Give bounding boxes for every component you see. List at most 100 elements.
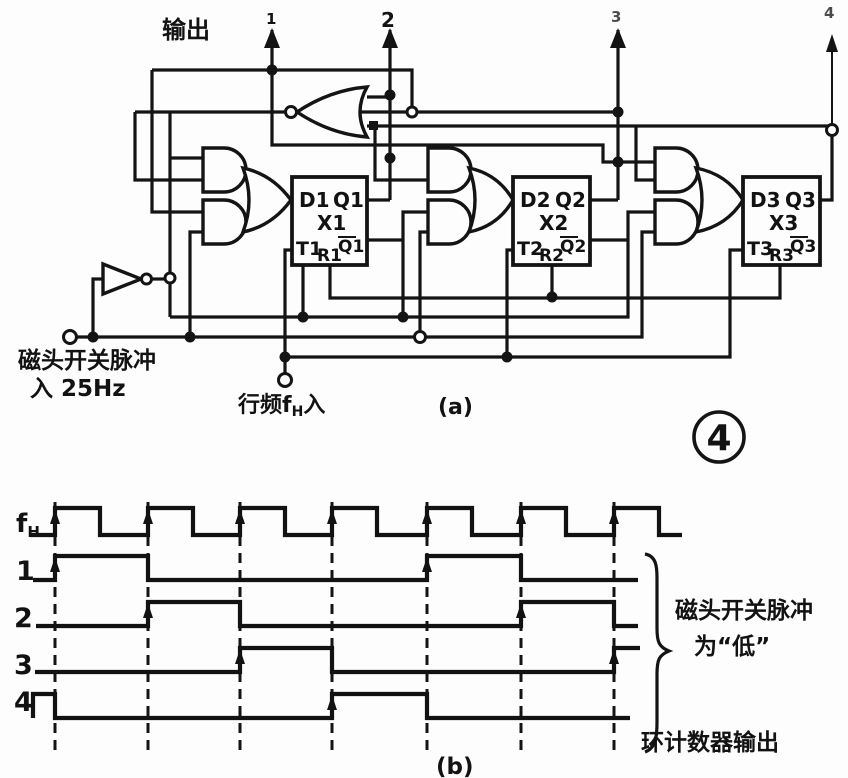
ff3-qbar-label: Q3: [790, 237, 816, 257]
ff1-x-label: X1: [317, 211, 346, 235]
ff1-q-label: Q1: [333, 188, 364, 212]
arrow-label-1: 1: [266, 10, 276, 28]
rising-edge-arrow-icon: [143, 603, 153, 618]
arrow-label-4: 4: [824, 4, 834, 22]
ff2-r-label: R2: [539, 246, 564, 266]
timing-row-label-fh: fH: [16, 509, 40, 541]
part-b-label: (b): [436, 754, 474, 778]
waveform-row-3: [35, 645, 640, 675]
hsync-label-f: f: [282, 393, 292, 418]
rising-edge-arrow-icon: [516, 509, 526, 524]
rising-edge-arrow-icon: [609, 649, 619, 664]
rising-edge-arrow-icon: [609, 509, 619, 524]
arrow-up-icon: [382, 28, 398, 48]
hsync-label-suffix: 入: [303, 393, 325, 418]
ff1-t-label: T1: [296, 238, 322, 260]
nor-gate: [293, 85, 371, 139]
arrow-up-icon: [826, 34, 838, 52]
rising-edge-arrow-icon: [422, 557, 432, 572]
timing-row-label-2: 2: [14, 603, 33, 634]
arrow-up-icon: [610, 28, 626, 48]
waveform-row-fH: [30, 505, 682, 538]
ff1-d-label: D1: [299, 188, 330, 212]
hsync-label-prefix: 行频: [237, 392, 282, 418]
waveform-row-4: [30, 691, 630, 721]
waveform-row-1: [33, 553, 638, 583]
q3-wire: [820, 136, 834, 202]
t2-riser-wire: [505, 248, 513, 357]
arrow-label-3: 3: [611, 8, 621, 26]
timing-row-label-3: 3: [14, 650, 33, 681]
fh-input-riser: [283, 248, 292, 374]
ring-counter-label: 环计数器输出: [641, 729, 779, 756]
part-a-label: (a): [438, 395, 473, 420]
rising-edge-arrow-icon: [143, 509, 153, 524]
and3-input2-wire: [634, 126, 655, 182]
flip-flop-boxes: D1 Q1 X1 T1 R1 Q1 D2 Q2 X2 T2 R2 Q2 D3 Q…: [290, 175, 822, 267]
timing-waveforms: [30, 502, 682, 757]
inverter-input-wire: [91, 277, 103, 337]
open-node: [163, 271, 177, 285]
and1-input2-wire: [133, 112, 203, 182]
ff3-box: [741, 175, 822, 267]
timing-row-label-1: 1: [16, 556, 35, 587]
ff3-t-label: T3: [747, 238, 773, 260]
nor-bubble-icon: [284, 105, 298, 119]
head-switch-terminal: [62, 329, 78, 345]
hsync-label-sub: H: [292, 404, 304, 420]
rising-edge-arrow-icon: [422, 509, 432, 524]
brace-annotation-line2: 为“低”: [694, 634, 770, 660]
and-gate-1a: [201, 146, 248, 194]
rising-edge-arrow-icon: [50, 557, 60, 572]
output-label: 输出: [162, 16, 210, 44]
brace-annotation-line1: 磁头开关脉冲: [675, 597, 813, 624]
and-gate-1b: [201, 198, 248, 246]
ff3-d-label: D3: [750, 188, 781, 212]
timing-row-label-4: 4: [14, 687, 33, 718]
logic-gates: [101, 85, 745, 297]
or-gate-2: [466, 165, 515, 235]
hsync-label: 行频fH入: [237, 392, 325, 420]
output-arrows: 1 2 3 4: [264, 4, 838, 52]
rising-edge-arrow-icon: [235, 509, 245, 524]
ff2-q-label: Q2: [555, 188, 586, 212]
waveform-row-2: [36, 599, 638, 629]
ff3-q-label: Q3: [785, 188, 816, 212]
inverter-bubble-icon: [140, 272, 153, 286]
and2-riser1-wire: [401, 210, 428, 317]
ff1-box: [290, 175, 369, 267]
figure-number-badge: 4: [692, 410, 746, 464]
head-switch-label-line1: 磁头开关脉冲: [18, 347, 156, 374]
ff3-r-label: R3: [769, 246, 794, 266]
open-node: [413, 330, 427, 344]
top-bus-wire: [152, 68, 414, 112]
rising-edge-arrow-icon: [516, 603, 526, 618]
rising-edge-arrow-icon: [327, 695, 337, 710]
fh-label-main: f: [16, 509, 28, 539]
rising-edge-arrow-icon: [50, 509, 60, 524]
ff2-x-label: X2: [539, 211, 568, 235]
terminal-nodes: [62, 105, 839, 388]
and-gate-2a: [426, 146, 473, 194]
ff3-x-label: X3: [769, 211, 798, 235]
fh-label-sub: H: [27, 523, 40, 541]
ff2-qbar-label: Q2: [560, 237, 586, 257]
ff1-r-label: R1: [317, 246, 342, 266]
inverter-gate: [101, 261, 146, 297]
brace: [644, 552, 674, 754]
ff2-box: [511, 175, 592, 267]
arrow-up-icon: [264, 28, 280, 48]
open-node: [405, 105, 419, 119]
junction-dots: [87, 64, 624, 363]
and-gate-3b: [653, 198, 700, 246]
left-leg-wire: [150, 70, 203, 214]
and1-riser2-wire: [188, 230, 203, 337]
rising-edge-arrow-icon: [235, 649, 245, 664]
open-node: [825, 123, 839, 137]
timing-diagram: fH 1 2 3 4 磁头开关脉冲 为“低” 环计数器输出 (b): [14, 502, 813, 778]
head-switch-label-line2: 入 25Hz: [30, 376, 126, 402]
figure-number: 4: [706, 418, 731, 459]
rising-edge-arrow-icon: [327, 509, 337, 524]
and-gate-3a: [653, 146, 700, 194]
